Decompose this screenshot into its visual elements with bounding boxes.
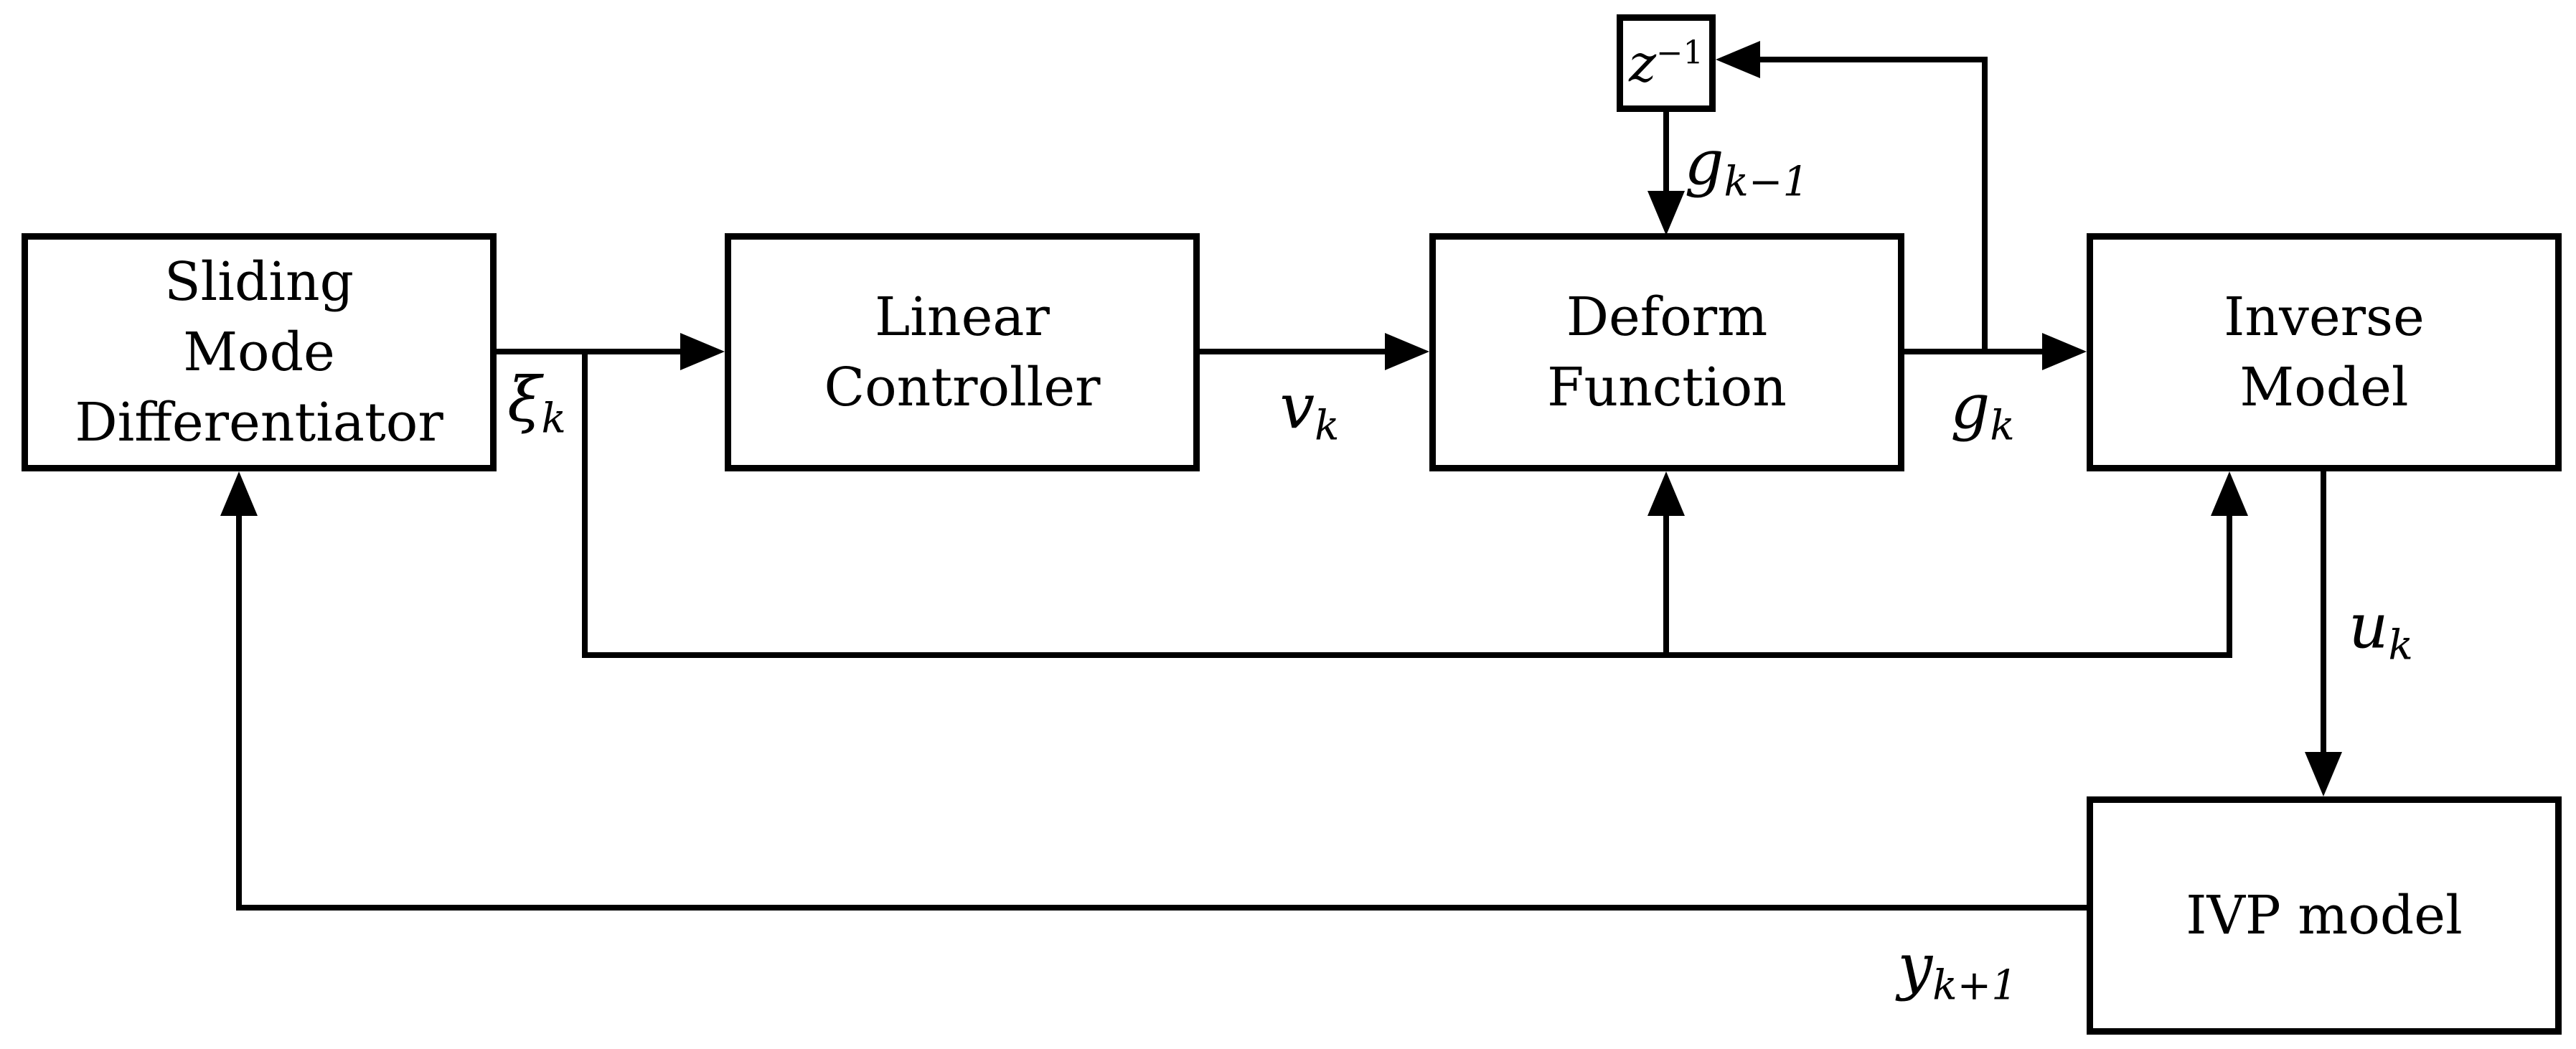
block-label-line: IVP model (2186, 885, 2463, 946)
block-deform-function: Deform Function (1429, 233, 1904, 471)
signal-label-v-k: vk (1280, 372, 1340, 450)
signal-subscript: k+1 (1932, 961, 2018, 1010)
block-inverse-model: Inverse Model (2087, 233, 2562, 471)
line-xi-into-inverse-model (2227, 509, 2232, 658)
arrowhead-into-inverse-model (2042, 333, 2087, 370)
line-ivp-feedback-up (236, 509, 242, 911)
block-ivp-model: IVP model (2087, 796, 2562, 1035)
signal-label-u-k: uk (2349, 591, 2413, 669)
arrowhead-into-smd-bottom (220, 471, 258, 516)
signal-subscript: k (2388, 621, 2413, 669)
block-label-line: Inverse (2224, 286, 2425, 348)
block-label-line: Controller (824, 357, 1101, 418)
signal-label-y-k-plus-1: yk+1 (1898, 931, 2018, 1010)
arrowhead-into-deform (1385, 333, 1429, 370)
signal-label-g-k: gk (1950, 372, 2014, 450)
block-sliding-mode-differentiator: Sliding Mode Differentiator (22, 233, 497, 471)
arrowhead-into-inverse-model-bottom (2211, 471, 2248, 516)
signal-label-g-k-minus-1: gk−1 (1684, 128, 1808, 206)
delay-exponent: −1 (1656, 34, 1703, 72)
signal-label-xi-k: ξk (507, 364, 566, 443)
line-ivp-feedback-rail (236, 905, 2087, 911)
line-inverse-model-to-ivp (2321, 471, 2326, 755)
line-delay-to-deform (1663, 112, 1669, 195)
block-label-line: Mode (183, 321, 335, 383)
block-label-line: Sliding (164, 251, 354, 313)
arrowhead-into-deform-bottom (1647, 471, 1685, 516)
signal-base: y (1897, 931, 1933, 1003)
arrowhead-into-linear-controller (680, 333, 725, 370)
signal-subscript: k (1315, 402, 1340, 450)
block-label-line: Model (2239, 357, 2409, 418)
signal-base: g (1950, 371, 1990, 443)
delay-base: z (1629, 33, 1657, 93)
block-linear-controller: Linear Controller (725, 233, 1200, 471)
line-gk-tap-up (1982, 57, 1988, 354)
line-controller-to-deform (1200, 349, 1389, 354)
signal-base: v (1279, 371, 1315, 443)
signal-base: ξ (507, 364, 542, 436)
line-xi-branch-down (582, 349, 588, 658)
block-unit-delay: z−1 (1617, 14, 1716, 112)
line-xi-into-deform (1663, 509, 1669, 658)
arrowhead-into-deform-top (1647, 191, 1685, 235)
signal-base: u (2349, 591, 2389, 663)
line-smd-to-controller (497, 349, 686, 354)
block-label-line: Differentiator (75, 392, 443, 453)
block-label-line: Function (1547, 357, 1787, 418)
arrowhead-into-ivp (2305, 752, 2342, 796)
line-gk-to-delay (1760, 57, 1988, 62)
block-label-line: Linear (875, 286, 1050, 348)
arrowhead-into-delay (1716, 41, 1760, 78)
block-label-line: Deform (1566, 286, 1768, 348)
signal-subscript: k (541, 395, 566, 443)
signal-subscript: k (1990, 402, 2015, 450)
line-deform-to-inverse-model (1904, 349, 2046, 354)
line-xi-feedback-rail (582, 652, 2232, 658)
signal-subscript: k−1 (1724, 158, 1809, 206)
unit-delay-label: z−1 (1629, 33, 1703, 93)
signal-base: g (1684, 127, 1724, 199)
